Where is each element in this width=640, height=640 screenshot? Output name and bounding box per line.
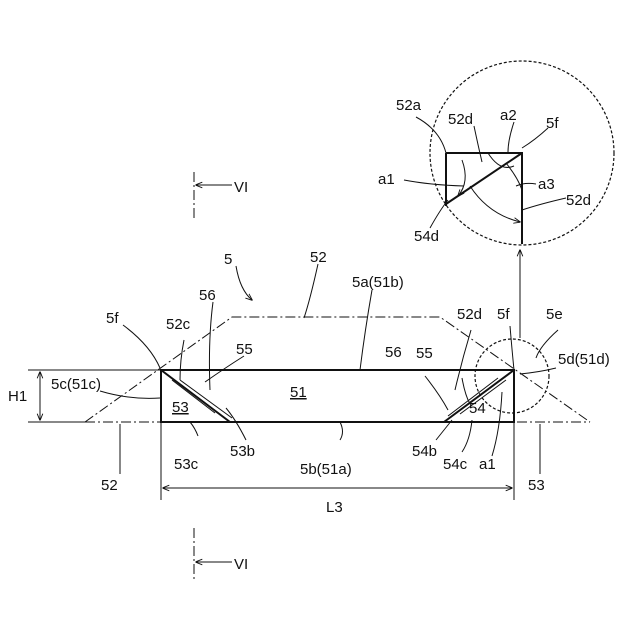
label-5b: 5b(51a)	[300, 461, 352, 478]
angle-arc-a1	[458, 160, 465, 196]
label-5e: 5e	[546, 306, 563, 323]
height-label: H1	[8, 388, 27, 405]
label-54: 54	[469, 400, 486, 417]
label-5d: 5d(51d)	[558, 351, 610, 368]
label-52c: 52c	[166, 316, 191, 333]
label-5c: 5c(51c)	[51, 376, 101, 393]
label-a3: a3	[538, 176, 555, 193]
label-52a: 52a	[396, 97, 422, 114]
label-5f-left: 5f	[106, 310, 119, 327]
label-56-right: 56	[385, 344, 402, 361]
label-55-right: 55	[416, 345, 433, 362]
label-a1-main: a1	[479, 456, 496, 473]
section-mark-bottom: VI	[234, 556, 248, 573]
label-54c: 54c	[443, 456, 468, 473]
label-55-left: 55	[236, 341, 253, 358]
label-5f-detail: 5f	[546, 115, 559, 132]
label-a2: a2	[500, 107, 517, 124]
section-line-top: VI	[194, 172, 248, 218]
label-52-top: 52	[310, 249, 327, 266]
label-52d-detail: 52d	[448, 111, 473, 128]
label-54b: 54b	[412, 443, 437, 460]
label-a1-detail: a1	[378, 171, 395, 188]
label-5a: 5a(51b)	[352, 274, 404, 291]
label-5f-right: 5f	[497, 306, 510, 323]
main-body-rect	[161, 370, 514, 422]
label-56-left: 56	[199, 287, 216, 304]
length-label: L3	[326, 499, 343, 516]
label-52d-main: 52d	[457, 306, 482, 323]
label-53-right: 53	[528, 477, 545, 494]
section-mark-top: VI	[234, 179, 248, 196]
label-54d: 54d	[414, 228, 439, 245]
label-5: 5	[224, 251, 232, 268]
label-51: 51	[290, 384, 307, 401]
section-line-bottom: VI	[194, 528, 248, 580]
angle-arc-big	[470, 186, 520, 222]
label-52d-detail2: 52d	[566, 192, 591, 209]
label-52-bottom: 52	[101, 477, 118, 494]
label-53: 53	[172, 399, 189, 416]
label-53b: 53b	[230, 443, 255, 460]
label-53c: 53c	[174, 456, 199, 473]
